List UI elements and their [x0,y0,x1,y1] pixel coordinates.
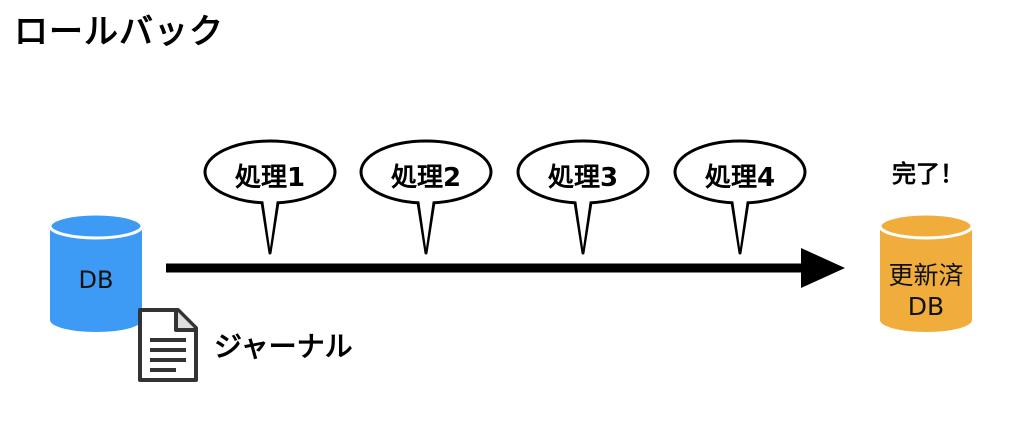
step-label-4: 処理4 [704,163,776,193]
step-bubble-3 [516,139,650,255]
document-icon [138,308,198,382]
source-db-cylinder [48,212,144,332]
page-title: ロールバック [14,12,224,52]
step-bubble-4 [673,139,807,255]
step-bubble-1 [203,139,337,255]
timeline-arrow [166,248,845,288]
step-label-2: 処理2 [390,163,462,193]
step-label-1: 処理1 [234,163,306,193]
done-label: 完了！ [892,160,964,188]
target-db-label-line2: DB [907,292,945,321]
target-db-label-line1: 更新済 [888,261,964,290]
step-bubble-2 [359,139,493,255]
target-db-cylinder [878,212,974,332]
journal-label: ジャーナル [214,330,353,363]
step-label-3: 処理3 [547,163,619,193]
source-db-label: DB [78,266,114,294]
